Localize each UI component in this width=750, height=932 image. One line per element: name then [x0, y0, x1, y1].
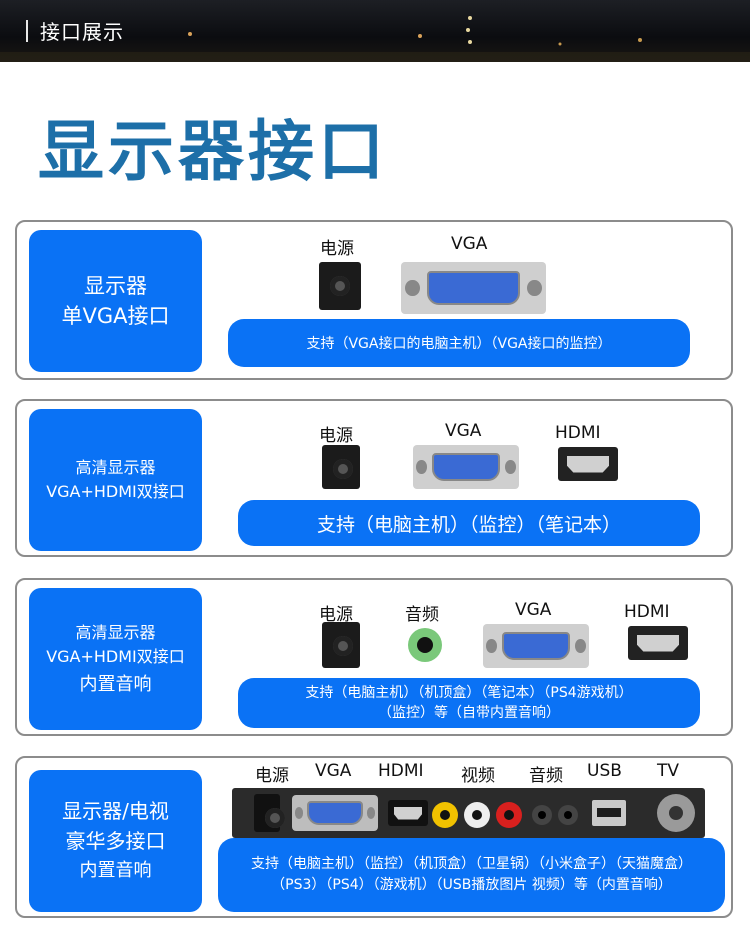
night-city-background [0, 16, 750, 62]
panel-label: 高清显示器 VGA+HDMI双接口 内置音响 [29, 588, 202, 730]
hdmi-port-icon [558, 447, 618, 481]
support-line: 支持（VGA接口的电脑主机）（VGA接口的监控） [306, 336, 612, 352]
port-label-audio: 音频 [405, 605, 439, 625]
label-line: 豪华多接口 [65, 829, 166, 853]
label-line: VGA+HDMI双接口 [46, 647, 185, 666]
audio-port-red-icon [496, 802, 522, 828]
label-line: 内置音响 [79, 674, 152, 695]
port-label-audio: 音频 [529, 766, 563, 786]
port-label-power: 电源 [319, 426, 353, 446]
support-note: 支持（电脑主机）（监控）（笔记本） [238, 500, 700, 546]
vga-port-icon [401, 262, 546, 314]
vga-port-icon [292, 795, 378, 831]
hdmi-port-icon [628, 626, 688, 660]
port-label-vga: VGA [515, 600, 552, 620]
usb-port-icon [592, 800, 626, 826]
tv-antenna-port-icon [657, 794, 695, 832]
panel-multi-interface: 显示器/电视 豪华多接口 内置音响 电源 VGA HDMI 视频 音频 USB … [15, 756, 733, 918]
support-note: 支持（电脑主机）（机顶盒）（笔记本）（PS4游戏机） （监控）等（自带内置音响） [238, 678, 700, 728]
label-line: 显示器/电视 [62, 799, 169, 823]
port-label-power: 电源 [255, 766, 289, 786]
label-line: VGA+HDMI双接口 [46, 482, 185, 501]
port-label-usb: USB [587, 761, 622, 781]
port-label-tv: TV [657, 761, 680, 781]
panel-label: 高清显示器 VGA+HDMI双接口 [29, 409, 202, 551]
label-line: 内置音响 [79, 860, 152, 881]
panel-label: 显示器 单VGA接口 [29, 230, 202, 372]
power-port-icon [319, 262, 361, 310]
vga-port-icon [413, 445, 519, 489]
vga-port-icon [483, 624, 589, 668]
power-port-icon [322, 445, 360, 489]
label-line: 高清显示器 [75, 458, 156, 477]
label-line: 显示器 [84, 274, 147, 298]
support-note: 支持（电脑主机）（监控）（机顶盒）（卫星锅）（小米盒子）（天猫魔盒） （PS3）… [218, 838, 725, 912]
support-line: 支持（电脑主机）（监控）（笔记本） [316, 513, 621, 536]
port-label-hdmi: HDMI [555, 423, 601, 443]
earphone-jack-icon [532, 805, 552, 825]
support-line: （监控）等（自带内置音响） [378, 705, 560, 721]
port-label-vga: VGA [445, 421, 482, 441]
support-line: （PS3）（PS4）（游戏机）（USB播放图片 视频）等（内置音响） [271, 877, 672, 893]
panel-vga-hdmi: 高清显示器 VGA+HDMI双接口 电源 VGA HDMI 支持（电脑主机）（监… [15, 399, 733, 557]
rear-io-panel [232, 788, 705, 838]
audio-port-white-icon [464, 802, 490, 828]
port-label-hdmi: HDMI [378, 761, 424, 781]
page-heading: 显示器接口 [38, 113, 388, 190]
section-title: 接口展示 [40, 20, 124, 44]
port-label-hdmi: HDMI [624, 602, 670, 622]
hdmi-port-icon [388, 800, 428, 826]
power-port-icon [322, 622, 360, 668]
panel-vga-hdmi-audio: 高清显示器 VGA+HDMI双接口 内置音响 电源 音频 VGA HDMI 支持… [15, 578, 733, 736]
port-label-vga: VGA [315, 761, 352, 781]
section-header-bar: 接口展示 [0, 0, 750, 62]
header-divider [26, 20, 28, 42]
support-note: 支持（VGA接口的电脑主机）（VGA接口的监控） [228, 319, 690, 367]
label-line: 高清显示器 [75, 623, 156, 642]
panel-single-vga: 显示器 单VGA接口 电源 VGA 支持（VGA接口的电脑主机）（VGA接口的监… [15, 220, 733, 380]
panel-label: 显示器/电视 豪华多接口 内置音响 [29, 770, 202, 912]
audio-port-icon [408, 628, 442, 662]
power-port-icon [254, 794, 285, 832]
port-label-power: 电源 [319, 605, 353, 625]
support-line: 支持（电脑主机）（机顶盒）（笔记本）（PS4游戏机） [305, 685, 633, 701]
label-line: 单VGA接口 [61, 304, 170, 328]
audio-jack-icon [558, 805, 578, 825]
video-port-yellow-icon [432, 802, 458, 828]
port-label-power: 电源 [320, 239, 354, 259]
port-label-video: 视频 [461, 766, 495, 786]
support-line: 支持（电脑主机）（监控）（机顶盒）（卫星锅）（小米盒子）（天猫魔盒） [251, 856, 692, 872]
port-label-vga: VGA [451, 234, 488, 254]
